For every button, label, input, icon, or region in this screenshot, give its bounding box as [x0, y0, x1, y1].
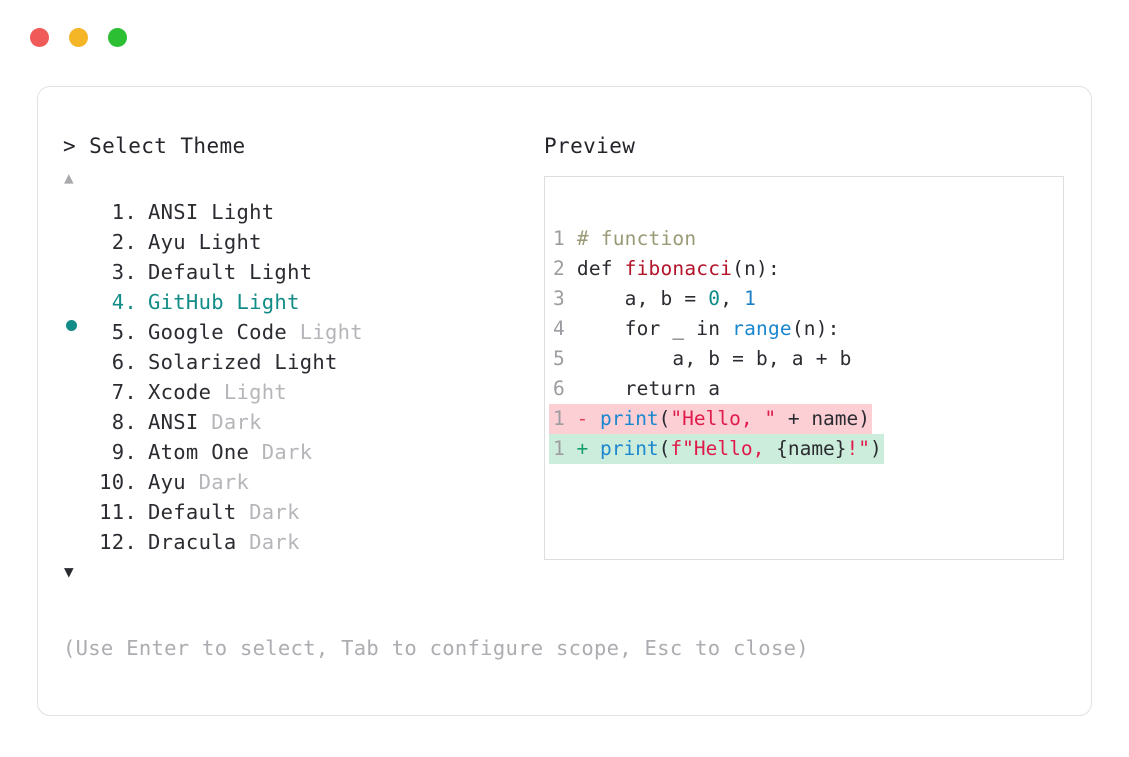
theme-item-name: Solarized: [148, 350, 262, 374]
preview-title: Preview: [544, 134, 636, 158]
theme-item-index: 2.: [99, 230, 137, 254]
preview-panel: 1 # function 2 def fibonacci(n): 3 a, b = …: [544, 176, 1064, 560]
code-line: 4 for _ in range(n):: [553, 317, 840, 340]
theme-list-item[interactable]: 3. Default Light: [63, 257, 533, 287]
theme-list-item[interactable]: 11. Default Dark: [63, 497, 533, 527]
theme-item-name: Atom One: [148, 440, 250, 464]
theme-item-variant: Dark: [198, 410, 262, 434]
close-window-icon[interactable]: [30, 28, 49, 47]
theme-item-variant: Light: [261, 350, 338, 374]
theme-list-column: > Select Theme ▲ 1. ANSI Light 2. Ayu Ligh…: [63, 131, 533, 583]
theme-item-variant: Dark: [185, 470, 250, 494]
theme-item-index: 8.: [99, 410, 137, 434]
diff-deletion: 1 - print("Hello, " + name): [549, 404, 873, 434]
theme-item-name: ANSI: [148, 410, 199, 434]
window-traffic-lights: [30, 28, 127, 47]
theme-item-index: 4.: [99, 290, 137, 314]
code-line: 3 a, b = 0, 1: [553, 287, 757, 310]
code-line: 5 a, b = b, a + b: [553, 347, 852, 370]
code-preview: 1 # function 2 def fibonacci(n): 3 a, b = …: [553, 224, 1055, 404]
theme-item-name: Dracula: [148, 530, 237, 554]
code-line: 1 # function: [553, 227, 697, 250]
theme-item-variant: Light: [223, 290, 300, 314]
theme-list-item[interactable]: 2. Ayu Light: [63, 227, 533, 257]
theme-item-name: Ayu: [148, 230, 186, 254]
theme-list-item[interactable]: 12. Dracula Dark: [63, 527, 533, 557]
theme-item-name: Xcode: [148, 380, 212, 404]
theme-list-item[interactable]: 6. Solarized Light: [63, 347, 533, 377]
theme-list-item[interactable]: 10. Ayu Dark: [63, 467, 533, 497]
theme-item-index: 7.: [99, 380, 137, 404]
theme-item-index: 9.: [99, 440, 137, 464]
theme-item-name: ANSI: [148, 200, 199, 224]
scroll-up-icon[interactable]: ▲: [64, 168, 74, 187]
theme-item-index: 10.: [99, 470, 137, 494]
theme-item-name: Default: [148, 260, 237, 284]
theme-item-variant: Light: [287, 320, 363, 344]
theme-list-item[interactable]: 8. ANSI Dark: [63, 407, 533, 437]
diff-preview: 1 - print("Hello, " + name)1 + print(f"H…: [549, 404, 884, 464]
code-line: 2 def fibonacci(n):: [553, 257, 780, 280]
theme-item-variant: Light: [211, 380, 288, 404]
theme-selector-card: > Select Theme ▲ 1. ANSI Light 2. Ayu Ligh…: [37, 86, 1092, 716]
theme-item-variant: Light: [236, 260, 313, 284]
code-line: 6 return a: [553, 377, 721, 400]
theme-item-name: GitHub: [148, 290, 224, 314]
maximize-window-icon[interactable]: [108, 28, 127, 47]
theme-item-variant: Dark: [249, 440, 313, 464]
diff-addition: 1 + print(f"Hello, {name}!"): [549, 434, 884, 464]
keyboard-hint: (Use Enter to select, Tab to configure s…: [63, 636, 809, 660]
theme-item-name: Default: [148, 500, 237, 524]
diff-line: 1 + print(f"Hello, {name}!"): [549, 434, 884, 464]
diff-line: 1 - print("Hello, " + name): [549, 404, 884, 434]
theme-list-item[interactable]: 7. Xcode Light: [63, 377, 533, 407]
theme-list-item[interactable]: 1. ANSI Light: [63, 197, 533, 227]
theme-item-variant: Light: [185, 230, 262, 254]
theme-item-variant: Dark: [236, 500, 300, 524]
theme-item-name: Google Code: [148, 320, 288, 344]
scroll-down-icon[interactable]: ▼: [64, 562, 74, 581]
theme-item-index: 6.: [99, 350, 137, 374]
theme-item-name: Ayu: [148, 470, 186, 494]
theme-item-index: 3.: [99, 260, 137, 284]
theme-item-index: 5.: [99, 320, 137, 344]
theme-list: 1. ANSI Light 2. Ayu Light 3. Default Light…: [63, 197, 533, 557]
minimize-window-icon[interactable]: [69, 28, 88, 47]
theme-item-index: 12.: [99, 530, 137, 554]
theme-item-index: 1.: [99, 200, 137, 224]
theme-item-index: 11.: [99, 500, 137, 524]
theme-list-item[interactable]: 4. GitHub Light: [63, 287, 533, 331]
select-theme-prompt: > Select Theme: [63, 134, 246, 158]
preview-column: Preview: [544, 131, 1072, 161]
theme-list-item[interactable]: 5. Google Code Light: [63, 317, 533, 347]
selected-bullet-icon: [66, 320, 77, 331]
theme-item-variant: Light: [198, 200, 275, 224]
theme-item-variant: Dark: [236, 530, 300, 554]
theme-list-item[interactable]: 9. Atom One Dark: [63, 437, 533, 467]
